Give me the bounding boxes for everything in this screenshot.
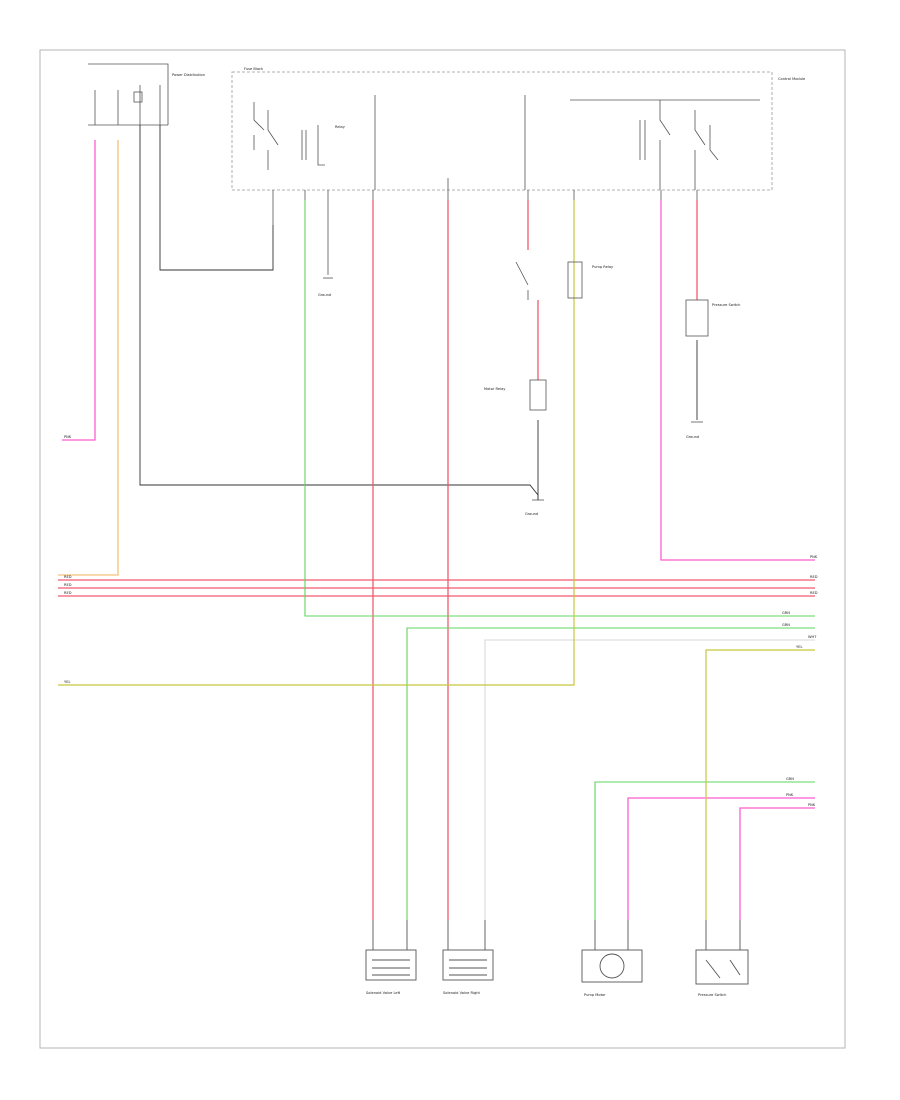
right-wire-label-pnk-2: PNK — [786, 793, 794, 797]
relay-symbols — [515, 261, 709, 411]
right-wire-label-wht: WHT — [808, 635, 817, 639]
right-wire-label-green-2: GRN — [782, 623, 790, 627]
label-motor-relay: Motor Relay — [484, 387, 506, 391]
component-label-3: Pump Motor — [584, 993, 606, 997]
right-wire-label-red-2: RED — [810, 591, 818, 595]
pink-wires — [62, 140, 815, 920]
module-pins — [272, 178, 698, 275]
label-fuse-block: Fuse Block — [244, 67, 264, 71]
label-ground-2: Ground — [525, 512, 538, 516]
label-ground: Ground — [318, 293, 331, 297]
component-label-4: Pressure Switch — [698, 993, 726, 997]
component-label-1: Solenoid Valve Left — [366, 991, 401, 995]
ground-symbols — [323, 277, 703, 501]
right-wire-label-pink: PNK — [810, 555, 818, 559]
label-ground-3: Ground — [686, 435, 699, 439]
label-power-distribution: Power Distribution — [172, 73, 205, 77]
tan-wire — [58, 140, 119, 576]
yellow-wires — [58, 200, 815, 920]
right-wire-label-grn-3: GRN — [786, 777, 794, 781]
component-label-2: Solenoid Valve Right — [443, 991, 481, 995]
left-wire-label-red-3: RED — [64, 591, 72, 595]
black-wires — [139, 125, 698, 500]
left-wire-label-pink: PNK — [64, 435, 72, 439]
right-wire-label-green-1: GRN — [782, 611, 790, 615]
left-wire-label-red-2: RED — [64, 583, 72, 587]
module-switches — [253, 95, 760, 190]
control-module-box — [231, 71, 773, 191]
label-pressure-switch: Pressure Switch — [712, 303, 740, 307]
label-pump-relay: Pump Relay — [592, 265, 614, 269]
red-wires — [58, 200, 815, 920]
green-wires — [304, 200, 815, 920]
right-wire-label-yel: YEL — [796, 645, 802, 649]
diagram-frame — [39, 49, 846, 1049]
right-wire-label-pnk-3: PNK — [808, 803, 816, 807]
white-wire — [484, 639, 815, 920]
label-control-module: Control Module — [778, 77, 806, 81]
bottom-components — [365, 920, 749, 985]
left-wire-label-red-1: RED — [64, 575, 72, 579]
label-relay-coil: Relay — [335, 125, 346, 129]
fuse-block — [88, 63, 169, 126]
left-wire-label-yellow: YEL — [64, 680, 70, 684]
right-wire-label-red-1: RED — [810, 575, 818, 579]
